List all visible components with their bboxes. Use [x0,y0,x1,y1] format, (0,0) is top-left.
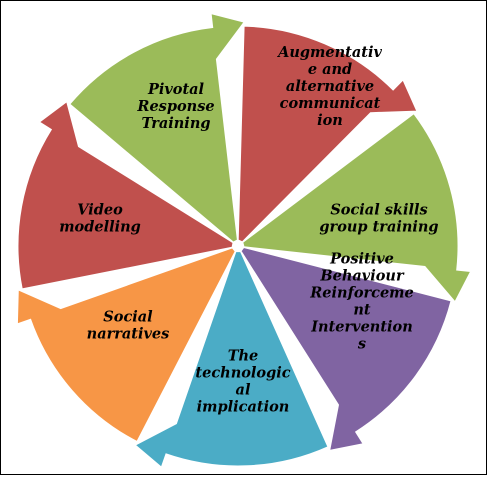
segment-label-line: Augmentativ [276,44,382,61]
segment-video [17,100,234,290]
segment-label-line: ion [317,112,343,129]
segment-label-line: communicat [280,95,381,112]
segment-label-line: Training [141,115,210,132]
segment-label-line: technologic [195,365,290,382]
segment-tech [134,250,329,468]
segment-label-line: narratives [87,326,170,343]
segment-label-line: Intervention [310,319,413,336]
segment-aac [237,25,418,243]
segment-label-line: alternative [286,78,374,95]
segment-label-line: Response [136,98,214,115]
segment-label-line: Positive [329,251,394,268]
segment-label-line: implication [197,399,290,416]
segment-label-line: nt [353,302,371,319]
segment-label-line: Reinforceme [309,285,414,302]
segment-label-line: al [236,382,251,399]
segment-label-line: The [228,348,259,365]
segment-label-line: e and [308,61,352,78]
segment-label-line: Social [103,309,153,326]
segment-label-line: modelling [59,219,141,236]
segment-pbri [240,246,452,452]
segment-label-line: Social skills [330,202,427,219]
segment-label-line: Pivotal [147,81,205,98]
segment-label-line: group training [319,219,438,236]
segment-label-line: s [358,336,366,353]
segment-label-line: Behaviour [319,268,405,285]
segment-prt [69,12,245,243]
segment-label-line: Video [77,202,123,219]
segment-social-skills [242,112,472,303]
segment-narratives [16,247,236,443]
